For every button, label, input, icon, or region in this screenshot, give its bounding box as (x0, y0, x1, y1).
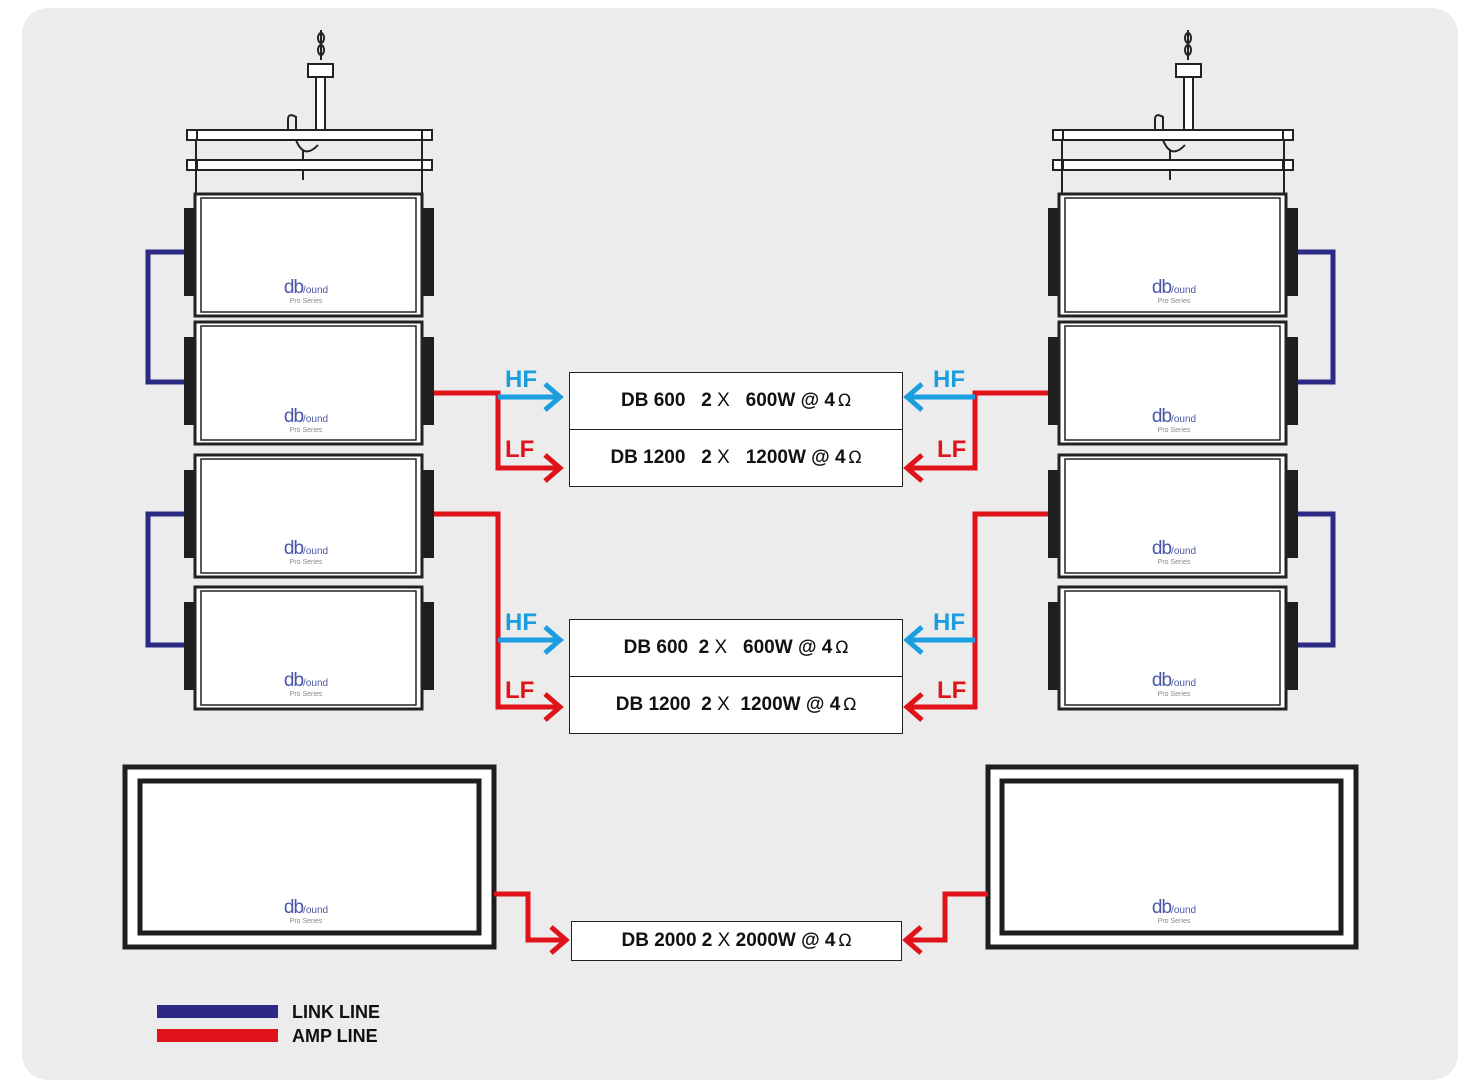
lf-label: LF (937, 436, 967, 463)
amp-channels: 2 (698, 637, 710, 658)
amp-lines (434, 390, 1048, 955)
amp-times: X (717, 930, 731, 951)
amp-times: X (714, 637, 728, 658)
hf-lines (498, 382, 975, 655)
amp-power: 600W @ 4 (743, 637, 833, 658)
right-array-cabinets (1048, 192, 1298, 711)
amp-model: DB 1200 (610, 447, 686, 468)
amp-model: DB 2000 (621, 930, 697, 951)
right-rigging-frame (1052, 30, 1294, 195)
ohm-symbol: Ω (843, 695, 857, 715)
amp-model: DB 600 (623, 637, 689, 658)
amp-power: 1200W @ 4 (740, 694, 841, 715)
lf-label: LF (505, 436, 535, 463)
right-cabinet-2 (1048, 320, 1298, 446)
amp-times: X (717, 390, 730, 411)
amp-channels: 2 (701, 694, 712, 715)
amp-times: X (717, 447, 730, 468)
amp-channels: 2 (701, 930, 713, 951)
lf-label: LF (937, 677, 967, 704)
left-cabinet-3 (184, 453, 434, 579)
right-cabinet-1 (1048, 192, 1298, 318)
amp-channels: 2 (701, 390, 712, 411)
left-array-cabinets (184, 192, 434, 711)
left-cabinet-2 (184, 320, 434, 446)
left-subwoofer (122, 764, 497, 950)
legend-amp-swatch (157, 1029, 278, 1042)
legend-link-line-label: LINK LINE (292, 1002, 380, 1022)
link-lines (145, 249, 1336, 648)
legend-link-swatch (157, 1005, 278, 1018)
left-rigging-frame (186, 30, 433, 195)
ohm-symbol: Ω (838, 931, 852, 951)
right-cabinet-4 (1048, 585, 1298, 711)
right-cabinet-3 (1048, 453, 1298, 579)
hf-label: HF (933, 366, 965, 393)
hf-label: HF (933, 609, 965, 636)
ohm-symbol: Ω (848, 448, 862, 468)
amp-model: DB 600 (621, 390, 686, 411)
left-cabinet-1 (184, 192, 434, 318)
legend-amp-line-label: AMP LINE (292, 1026, 378, 1046)
amp-times: X (717, 694, 730, 715)
hf-label: HF (505, 609, 537, 636)
amp-channels: 2 (701, 447, 712, 468)
amp-power: 600W @ 4 (745, 390, 835, 411)
left-cabinet-4 (184, 585, 434, 711)
amp-model: DB 1200 (615, 694, 691, 715)
right-subwoofer (985, 764, 1359, 950)
lf-label: LF (505, 677, 535, 704)
amp-power: 2000W @ 4 (735, 930, 836, 951)
amp-power: 1200W @ 4 (745, 447, 846, 468)
ohm-symbol: Ω (835, 638, 849, 658)
hf-label: HF (505, 366, 537, 393)
ohm-symbol: Ω (837, 391, 851, 411)
